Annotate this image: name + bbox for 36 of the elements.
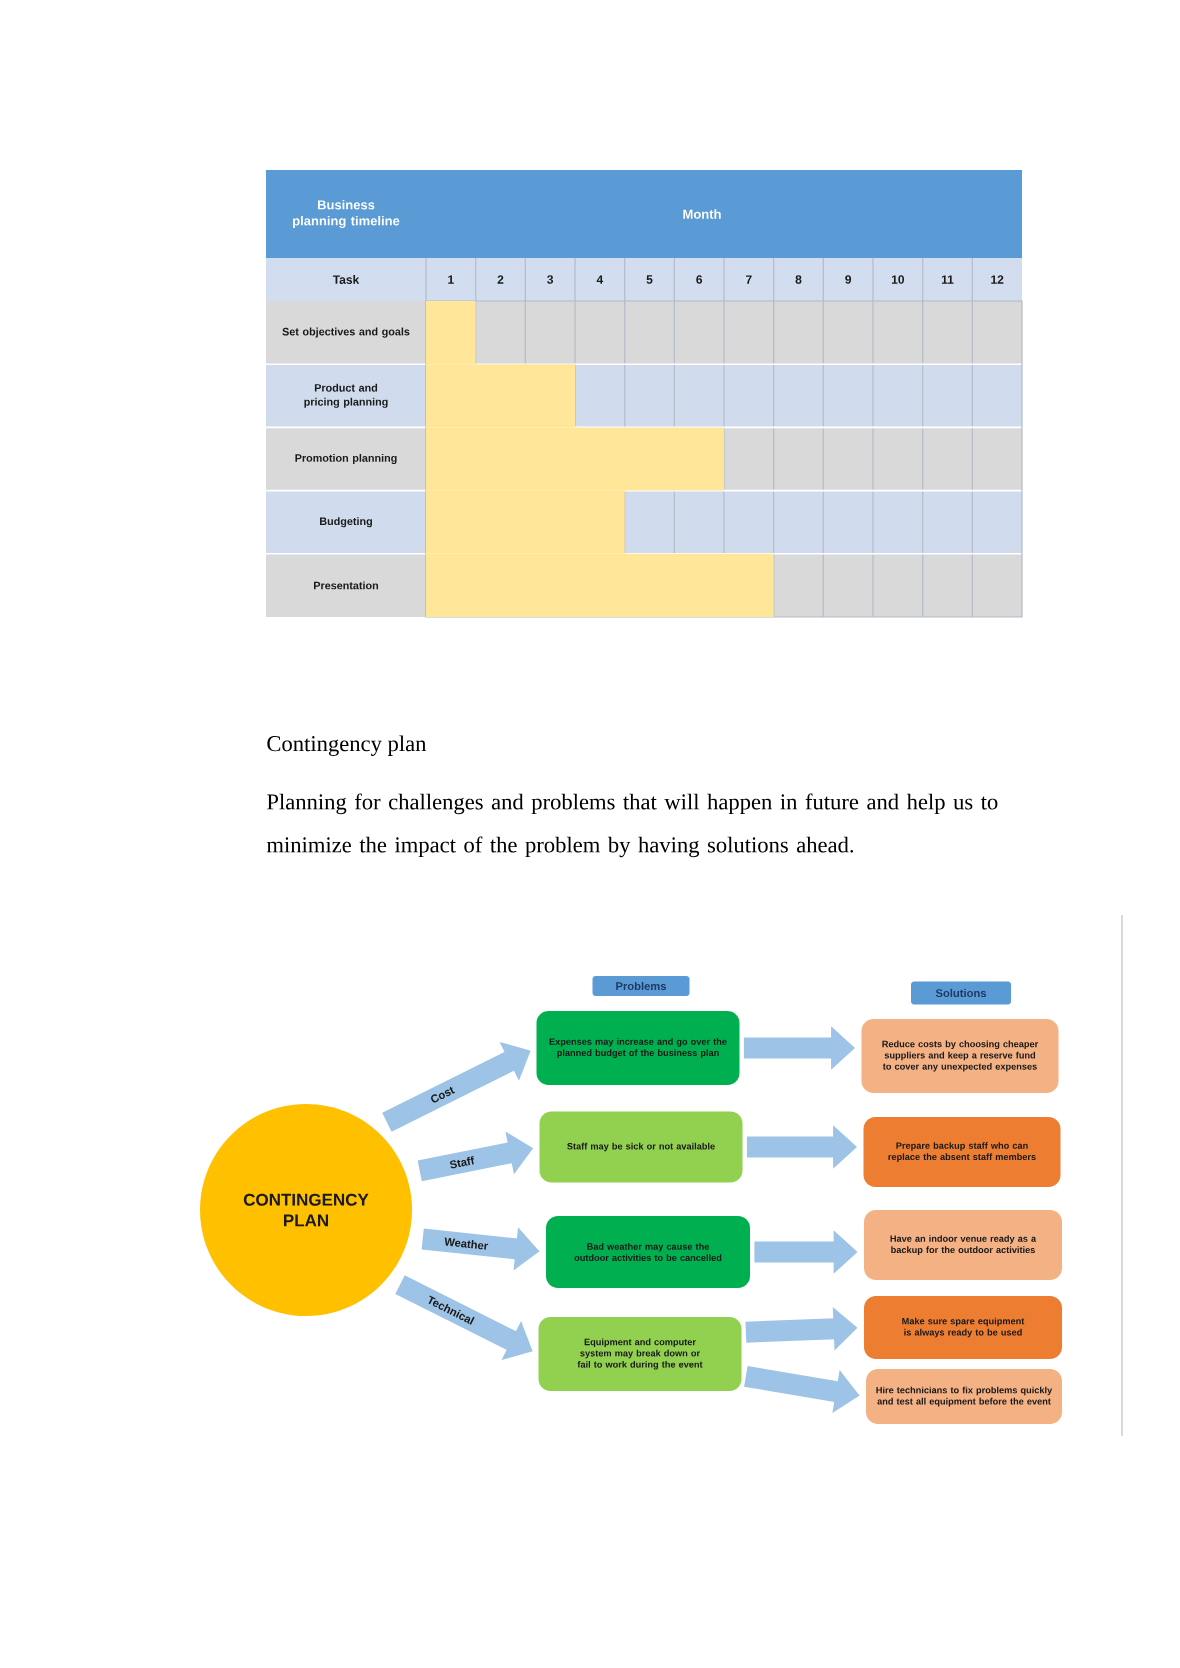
x-tick-label: 5 — [646, 275, 653, 284]
solution-box: Reduce costs by choosing cheaper suppliers and keep a reserve fund to cover any unexpected expenses — [861, 1019, 1059, 1093]
solution-box: Prepare backup staff who can replace the absent staff members — [863, 1117, 1061, 1187]
y-tick-label: Budgeting — [320, 517, 372, 528]
heading: Contingency plan — [267, 735, 427, 756]
x-tick-label: 2 — [497, 275, 504, 284]
x-tick-label: 1 — [448, 275, 454, 284]
problem-box: Equipment and computer system may break down or fail to work during the event — [538, 1317, 742, 1391]
solution-box: Make sure spare equipment is always ready to be used — [864, 1296, 1062, 1359]
x-tick-label: 7 — [746, 275, 752, 284]
heading-tag: Solutions — [911, 981, 1011, 1005]
heading-tag: Problems — [592, 976, 690, 996]
paragraph: Planning for challenges and problems that will happen in future and help us to minimize the impact of the problem by having solutions ahead. — [266, 793, 998, 858]
edge-label: Weather — [442, 1235, 491, 1252]
edge-label: Staff — [447, 1154, 477, 1171]
x-tick-label: 12 — [991, 275, 1004, 284]
column-header: Month — [683, 209, 721, 219]
x-tick-label: 8 — [795, 275, 802, 284]
solution-box: Have an indoor venue ready as a backup for the outdoor activities — [864, 1210, 1062, 1280]
x-tick-label: 6 — [696, 275, 703, 284]
x-tick-label: 4 — [596, 275, 604, 284]
y-tick-label: Promotion planning — [295, 453, 397, 465]
y-tick-label: Product and pricing planning — [304, 383, 388, 408]
column-header: Business planning timeline — [293, 199, 400, 229]
problem-box: Expenses may increase and go over the planned budget of the business plan — [536, 1011, 740, 1085]
problem-box: Staff may be sick or not available — [539, 1111, 743, 1183]
x-tick-label: 3 — [547, 275, 554, 284]
x-tick-label: 11 — [941, 275, 954, 284]
x-tick-label: 9 — [845, 275, 852, 284]
problem-box: Bad weather may cause the outdoor activities to be cancelled — [546, 1216, 750, 1288]
x-tick-label: 10 — [891, 275, 905, 284]
y-tick-label: Presentation — [314, 581, 379, 590]
solution-box: Hire technicians to fix problems quickly and test all equipment before the event — [866, 1369, 1062, 1424]
edge-label: Cost — [427, 1083, 458, 1106]
column-header: Task — [332, 275, 360, 284]
y-tick-label: Set objectives and goals — [282, 327, 410, 338]
